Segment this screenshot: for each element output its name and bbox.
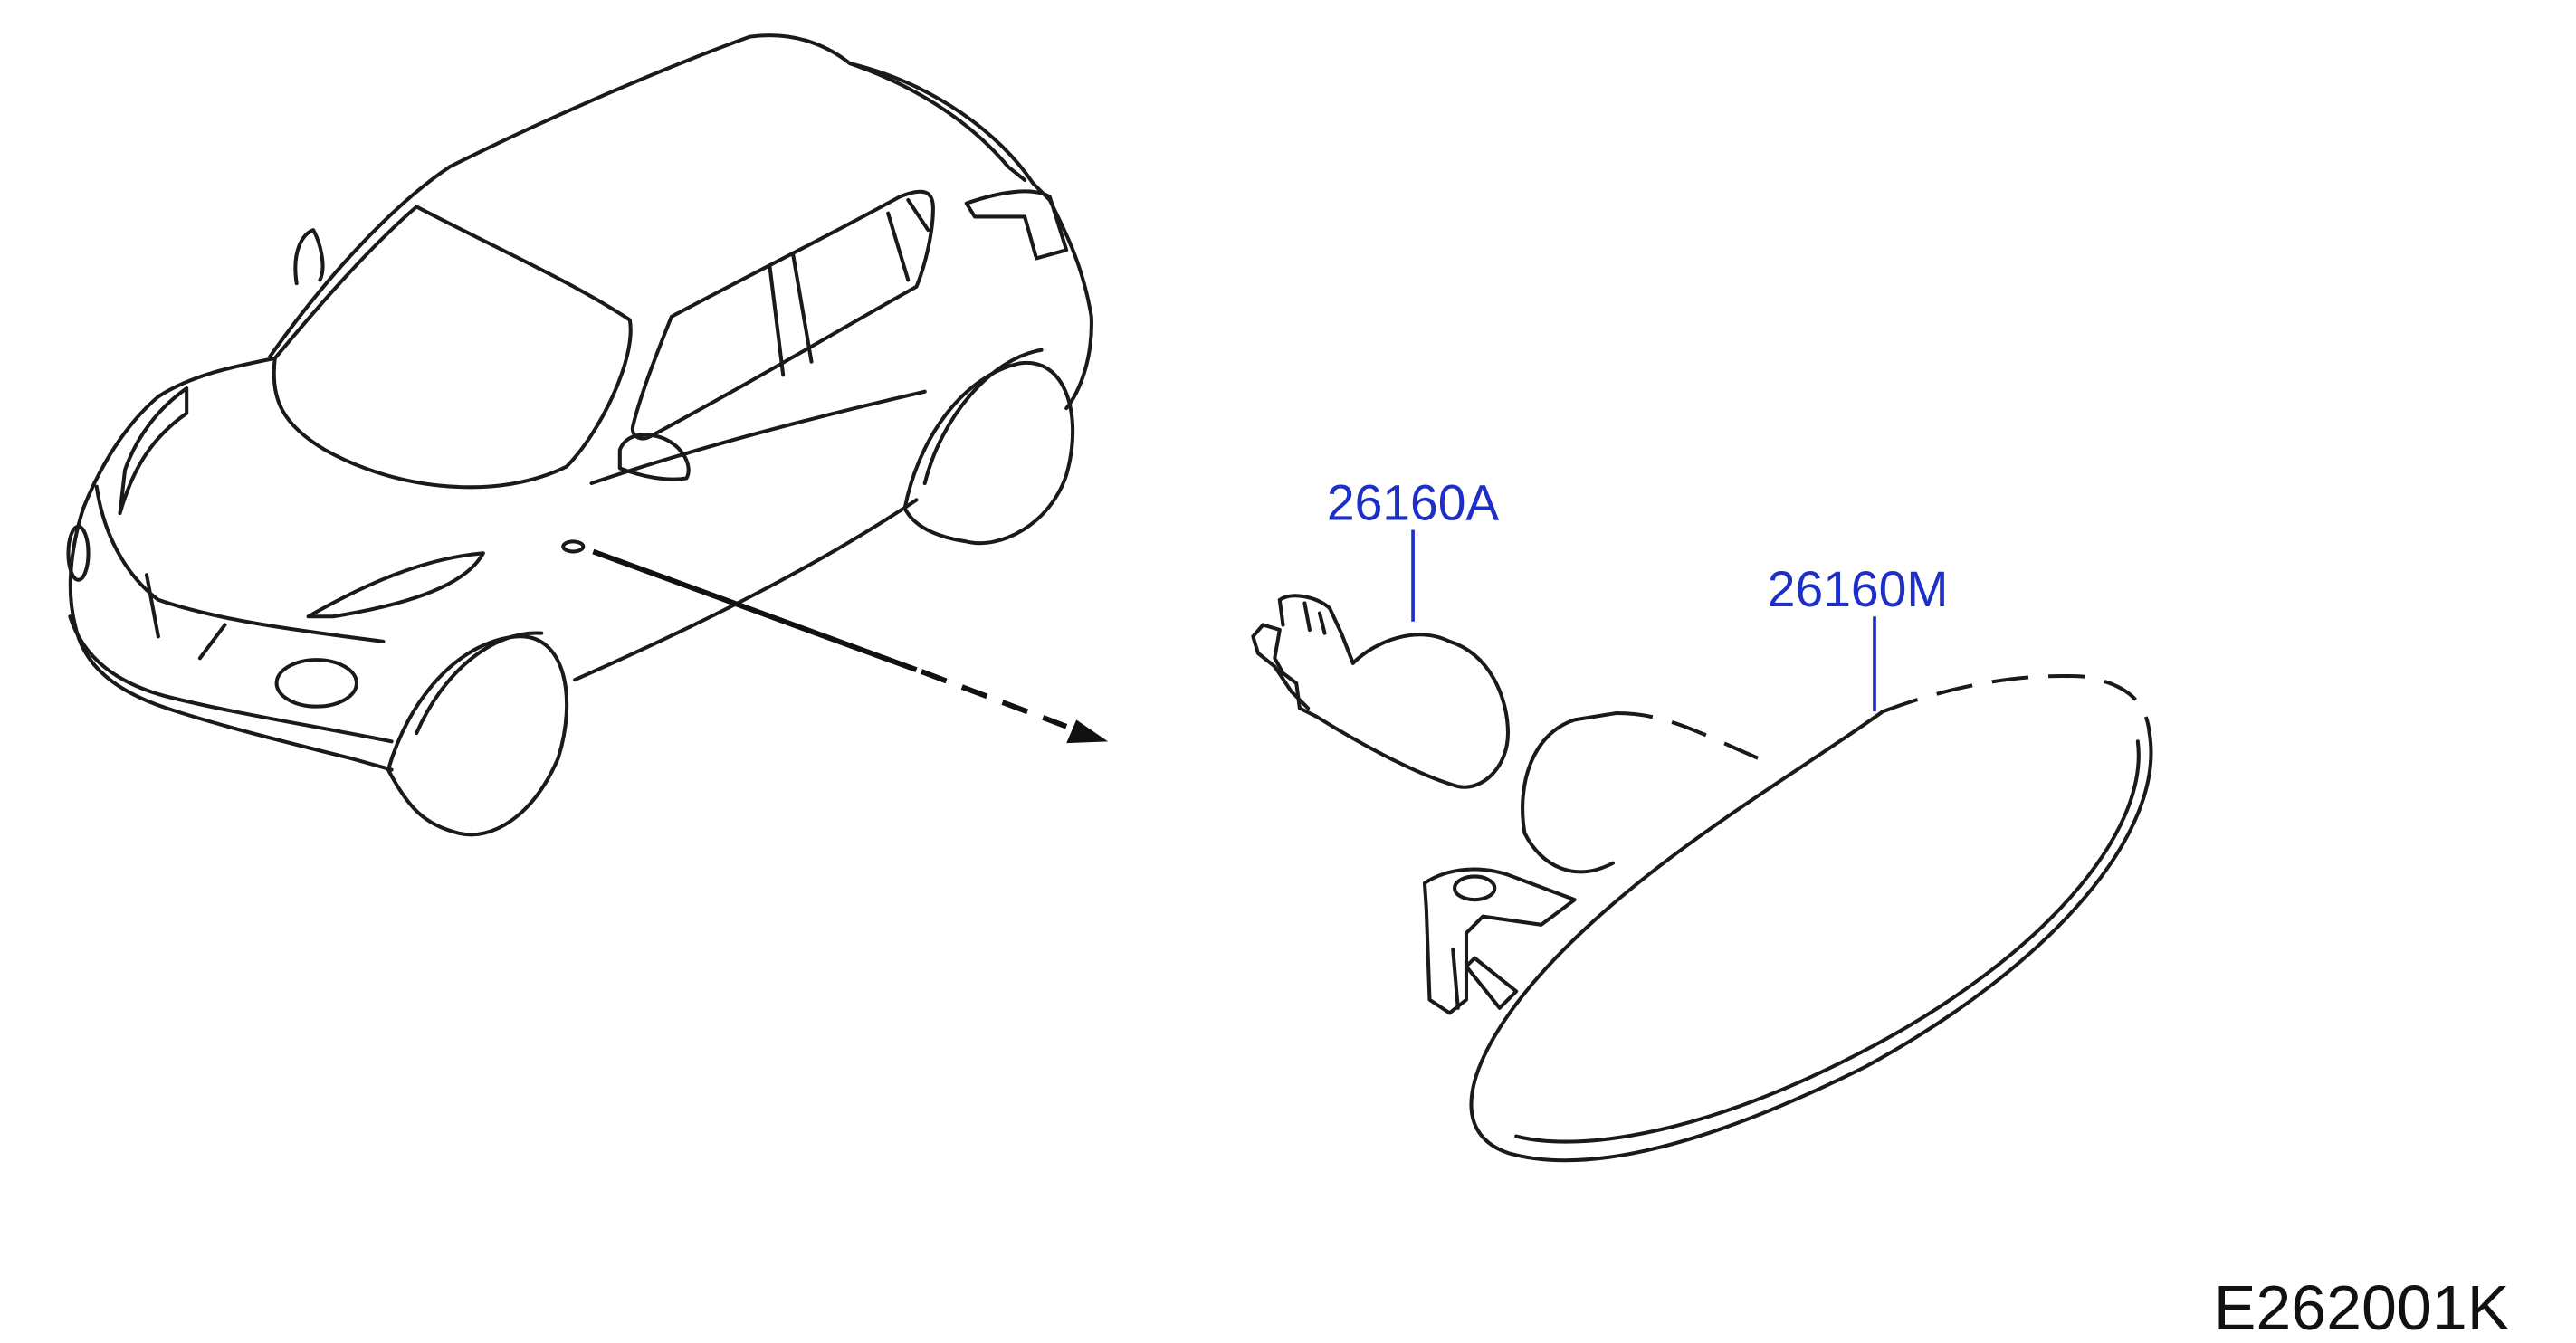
vehicle-bumper [68,614,394,744]
arrow-solid-shaft [592,548,918,672]
vehicle-rear-wheel-arch [922,348,1044,486]
vehicle-hood-accent [306,551,485,619]
vehicle-rear-window-line [886,198,930,282]
vehicle-body-side [573,389,927,682]
vehicle-rear-wheel [902,360,1075,546]
bulb-base [1251,623,1319,719]
bulb-contacts [1277,594,1355,665]
lamp-clip-hole [1453,874,1497,902]
vehicle-side-window [630,189,935,441]
lamp-lens [1469,710,2153,1163]
vehicle-front-wheel [386,634,569,837]
bulb-part[interactable] [1251,529,1511,789]
part-label-side-lamp[interactable]: 26160M [1768,561,1949,617]
arrow-head [1066,719,1109,744]
vehicle-windshield [272,205,633,490]
lamp-mounting-clip [1422,867,1577,1015]
lamp-housing-dome-dashed [1616,710,1759,760]
vehicle-fog-lamp-left [66,524,91,582]
diagram-reference-code: E262001K [2214,1272,2510,1343]
vehicle-hood [68,356,394,772]
arrow-dashed-shaft [920,669,1068,729]
lamp-lens-rim-dashed [1882,673,2151,734]
vehicle-grille [94,484,386,661]
vehicle-b-pillar [768,252,814,377]
direction-arrow [592,548,1109,744]
vehicle-tail-outline [847,62,1069,261]
lamp-clip-tab [1451,948,1519,1010]
vehicle-illustration [66,33,1093,837]
lamp-lens-inner [1514,739,2141,1144]
vehicle-antenna [293,228,325,286]
side-lamp-part[interactable] [1422,616,2153,1163]
bulb-glass [1314,633,1511,789]
lamp-housing-dome [1521,710,1618,835]
vehicle-fog-lamp-right [274,658,358,709]
side-marker-location [561,539,586,554]
vehicle-front-wheel-arch [415,631,544,736]
part-label-bulb[interactable]: 26160A [1327,474,1500,530]
vehicle-roof-outline [268,33,1093,411]
lamp-housing-base [1522,831,1615,874]
vehicle-side-mirror [617,433,691,481]
vehicle-headlamp [118,386,189,516]
